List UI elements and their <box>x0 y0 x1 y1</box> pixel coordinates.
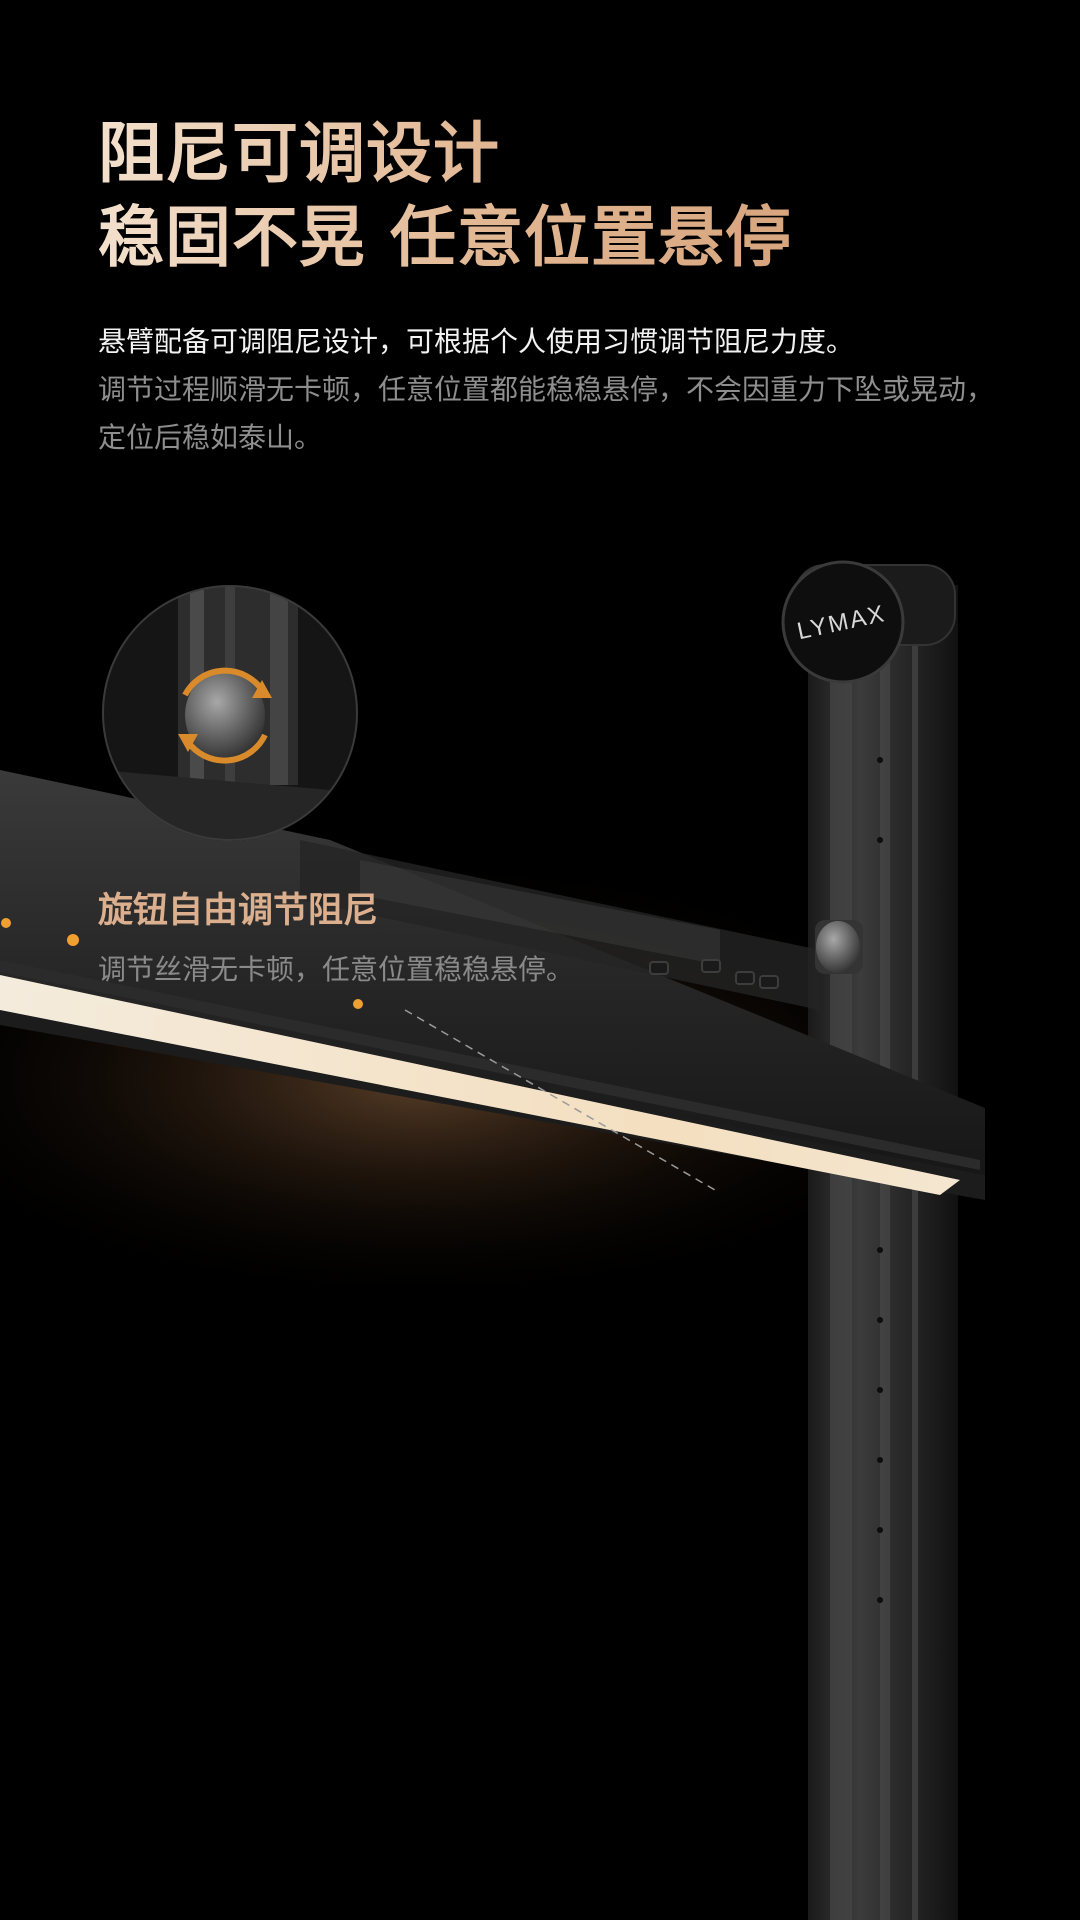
lamp-arm <box>0 770 985 1195</box>
pole-cap <box>781 560 956 684</box>
description: 悬臂配备可调阻尼设计，可根据个人使用习惯调节阻尼力度。 调节过程顺滑无卡顿，任意… <box>98 318 998 462</box>
damping-knob <box>815 920 863 974</box>
description-rest: 调节过程顺滑无卡顿，任意位置都能稳稳悬停，不会因重力下坠或晃动，定位后稳如泰山。 <box>98 373 995 454</box>
control-panel <box>1 918 363 1009</box>
feature-title: 旋钮自由调节阻尼 <box>98 891 379 931</box>
headline-line-1: 阻尼可调设计 <box>98 115 500 192</box>
page-headline: 阻尼可调设计 稳固不晃 任意位置悬停 <box>98 112 792 280</box>
sun-icon <box>67 934 79 946</box>
description-lead: 悬臂配备可调阻尼设计，可根据个人使用习惯调节阻尼力度。 <box>98 325 855 358</box>
callout-line <box>404 1009 716 1191</box>
headline-line-2: 稳固不晃 任意位置悬停 <box>98 199 792 276</box>
zoom-callout <box>102 585 358 841</box>
feature-description: 调节丝滑无卡顿，任意位置稳稳悬停。 <box>98 953 575 986</box>
people-icon <box>1 918 11 928</box>
lamp-pole <box>808 585 958 1920</box>
lamp-light-bar <box>0 960 985 1200</box>
sun-icon-small <box>353 999 363 1009</box>
